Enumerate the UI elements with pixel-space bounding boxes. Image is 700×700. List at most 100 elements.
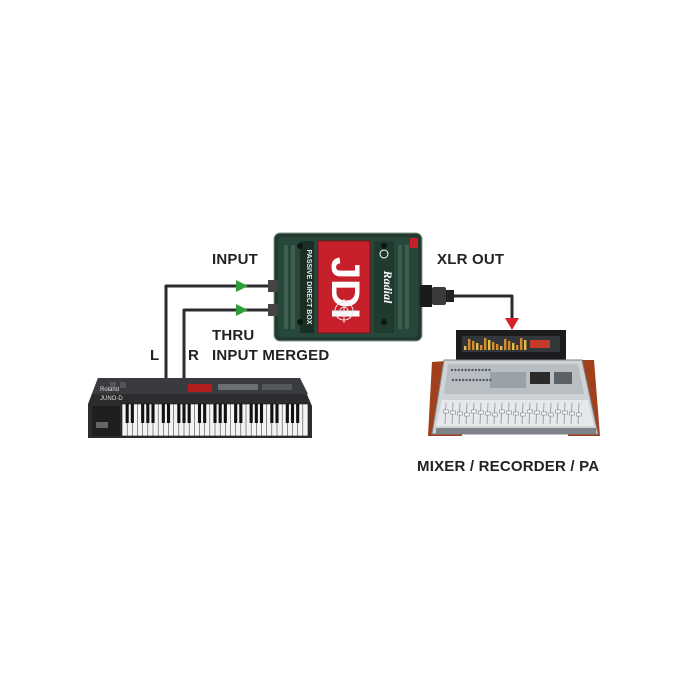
knob-icon xyxy=(461,368,464,372)
knob-icon xyxy=(467,368,471,372)
knob-icon xyxy=(465,378,468,382)
fader-cap xyxy=(520,412,526,417)
black-key xyxy=(187,404,191,423)
black-key xyxy=(130,404,134,423)
black-key xyxy=(203,404,207,423)
meter-bar xyxy=(508,341,511,350)
keyboard-brand: Roland xyxy=(100,387,119,393)
knob-icon xyxy=(462,378,465,382)
synthesizer-keyboard: Roland JUNO-D xyxy=(88,378,312,438)
fader-cap xyxy=(443,409,449,414)
black-key xyxy=(239,404,243,423)
screw-icon xyxy=(297,319,303,325)
thru-jack xyxy=(268,304,278,316)
fader-cap xyxy=(541,411,547,416)
black-key xyxy=(296,404,300,423)
device-model: JDI xyxy=(323,257,367,319)
left-channel-label: L xyxy=(150,347,160,364)
knob-icon xyxy=(450,368,454,372)
crosshair-icon xyxy=(332,299,356,323)
input-arrow xyxy=(236,280,248,292)
meter-bar xyxy=(492,342,495,350)
meter-bar xyxy=(496,344,499,350)
fader-cap xyxy=(527,409,533,414)
knob-icon xyxy=(458,378,461,382)
meter-bar xyxy=(476,343,479,350)
black-key xyxy=(177,404,181,423)
screw-icon xyxy=(381,319,387,325)
knob-icon xyxy=(457,368,460,372)
knob-icon xyxy=(484,368,488,372)
fader-cap xyxy=(492,412,498,417)
black-key xyxy=(270,404,274,423)
keyboard-model: JUNO-D xyxy=(100,396,123,402)
meter-bar xyxy=(500,346,503,350)
knob-rows xyxy=(450,368,492,382)
meter-bar xyxy=(504,339,507,350)
meter-bar xyxy=(464,346,467,350)
xlr-out-label: XLR OUT xyxy=(437,251,505,268)
fader-cap xyxy=(569,411,575,416)
knob-icon xyxy=(479,378,482,382)
fader-cap xyxy=(485,411,491,416)
knob-icon xyxy=(482,378,485,382)
screw-icon xyxy=(381,243,387,249)
fader-track xyxy=(528,402,531,425)
screw-icon xyxy=(297,243,303,249)
fader-cap xyxy=(478,410,484,415)
meter-bar xyxy=(484,338,487,350)
mixer-label: MIXER / RECORDER / PA xyxy=(417,458,600,475)
fader-track xyxy=(472,402,475,425)
fader-cap xyxy=(555,409,561,414)
thru-arrow xyxy=(236,304,248,316)
black-key xyxy=(275,404,279,423)
knob-icon xyxy=(464,368,467,372)
knob-icon xyxy=(488,368,491,372)
meter-bar xyxy=(468,339,471,350)
knob-icon xyxy=(451,378,455,382)
black-key xyxy=(249,404,253,423)
fader-cap xyxy=(499,409,505,414)
black-key xyxy=(182,404,186,423)
knob-icon xyxy=(481,368,484,372)
knob-icon xyxy=(472,378,475,382)
black-key xyxy=(213,404,217,423)
black-key xyxy=(259,404,264,423)
meter-bar xyxy=(512,343,515,350)
black-key xyxy=(197,404,202,423)
cable-xlr-to-mixer xyxy=(452,294,514,326)
black-key xyxy=(166,404,171,423)
black-key xyxy=(161,404,165,423)
knob-icon xyxy=(471,368,474,372)
fader-track xyxy=(444,402,447,425)
black-key xyxy=(141,404,145,423)
fader-cap xyxy=(562,410,568,415)
fader-cap xyxy=(450,410,456,415)
black-keys xyxy=(125,404,300,423)
device-subtitle: PASSIVE DIRECT BOX xyxy=(305,250,312,325)
device-brand: Radial xyxy=(381,270,395,304)
mixing-console xyxy=(428,330,600,436)
knob-icon xyxy=(454,368,457,372)
fader-track xyxy=(556,402,559,425)
knob-icon xyxy=(468,378,472,382)
meter-bar xyxy=(472,341,475,350)
fader-cap xyxy=(548,412,554,417)
black-key xyxy=(151,404,155,423)
black-key xyxy=(223,404,227,423)
black-key xyxy=(290,404,295,423)
black-key xyxy=(234,404,238,423)
fader-cap xyxy=(576,412,582,417)
meter-bar xyxy=(516,345,519,350)
fader-cap xyxy=(534,410,540,415)
faders xyxy=(443,402,582,425)
level-meters xyxy=(464,338,527,350)
input-label: INPUT xyxy=(212,251,258,268)
black-key xyxy=(146,404,150,423)
fader-cap xyxy=(506,410,512,415)
knob-icon xyxy=(478,368,481,372)
knob-icon xyxy=(485,378,489,382)
cable-right-to-thru xyxy=(182,308,274,380)
meter-bar xyxy=(488,340,491,350)
